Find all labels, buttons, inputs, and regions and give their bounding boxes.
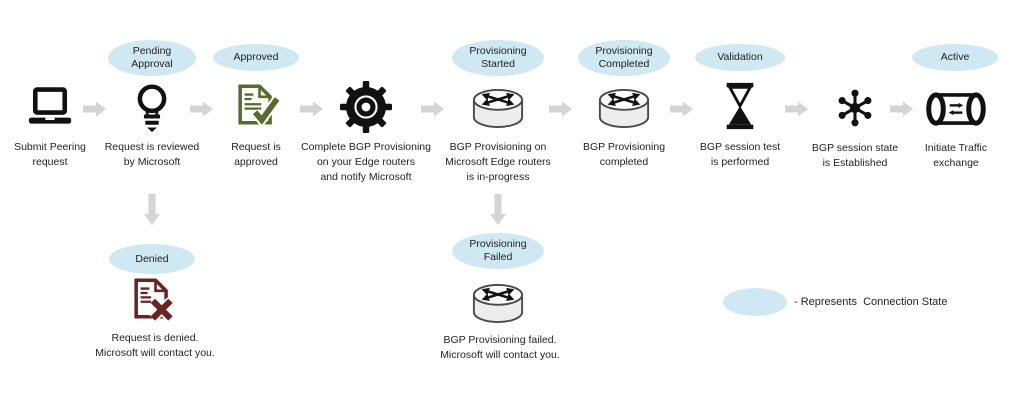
branch-label-failed: BGP Provisioning failed. Microsoft will … — [440, 334, 560, 362]
branch-label-denied: Request is denied. Microsoft will contac… — [95, 332, 215, 360]
state-badge-pending-approval: Pending Approval — [108, 40, 196, 76]
state-badge-provisioning-started: Provisioning Started — [452, 40, 544, 76]
step-label-approved: Request is approved — [231, 141, 281, 169]
state-badge-provisioning-failed: Provisioning Failed — [452, 233, 544, 269]
flow-arrow-right-icon — [785, 100, 809, 118]
state-badge-approved: Approved — [213, 44, 299, 71]
hourglass-icon — [724, 82, 756, 130]
document-x-icon — [128, 278, 176, 322]
flow-arrow-right-icon — [300, 100, 324, 118]
flow-arrow-right-icon — [190, 100, 214, 118]
router-icon — [467, 86, 529, 131]
flow-arrow-right-icon — [421, 100, 445, 118]
branch-arrow-down-icon — [143, 194, 161, 226]
document-check-icon — [232, 84, 280, 128]
laptop-icon — [27, 87, 73, 128]
branch-arrow-down-icon — [489, 194, 507, 226]
tunnel-icon — [926, 88, 986, 130]
state-badge-validation: Validation — [695, 44, 785, 71]
router-icon — [467, 281, 529, 326]
step-label-completed: BGP Provisioning completed — [582, 141, 666, 169]
legend-label: - Represents Connection State — [794, 296, 948, 308]
step-label-inprogress: BGP Provisioning on Microsoft Edge route… — [445, 141, 551, 184]
step-label-reviewed: Request is reviewed by Microsoft — [104, 141, 200, 169]
lightbulb-icon — [134, 84, 170, 136]
flow-arrow-right-icon — [670, 100, 694, 118]
step-label-traffic: Initiate Traffic exchange — [924, 142, 988, 170]
step-label-complete: Complete BGP Provisioning on your Edge r… — [301, 141, 431, 184]
step-label-submit: Submit Peering request — [14, 141, 86, 169]
router-icon — [593, 86, 655, 131]
flow-arrow-right-icon — [549, 100, 573, 118]
legend-state-ellipse — [723, 288, 787, 316]
state-badge-active: Active — [912, 44, 998, 71]
state-badge-provisioning-completed: Provisioning Completed — [578, 40, 670, 76]
step-label-established: BGP session state is Established — [811, 142, 899, 170]
hub-node-icon — [833, 86, 877, 130]
gear-icon — [340, 81, 392, 133]
flow-arrow-right-icon — [890, 100, 914, 118]
step-label-session-test: BGP session test is performed — [699, 141, 781, 169]
flow-arrow-right-icon — [83, 100, 107, 118]
state-badge-denied: Denied — [109, 244, 195, 274]
